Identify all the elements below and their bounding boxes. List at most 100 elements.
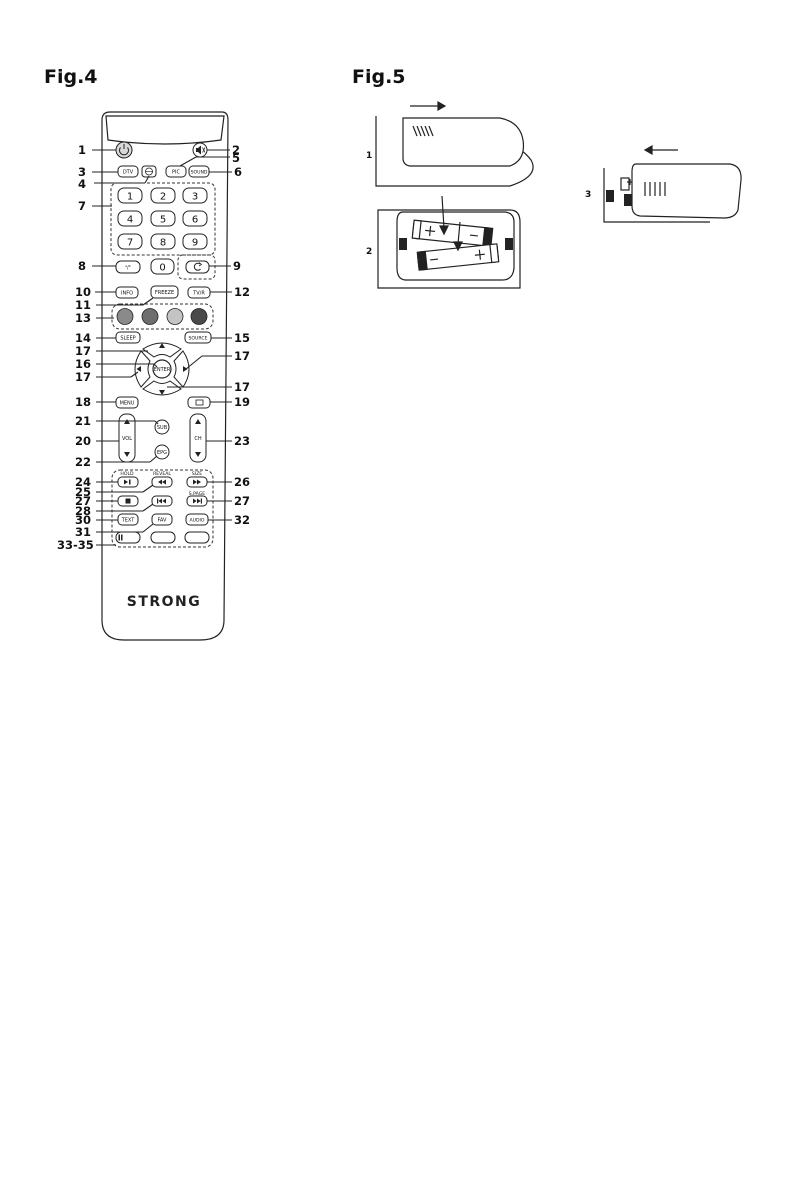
callout-26: 26	[234, 475, 250, 489]
fast-forward-button[interactable]	[187, 477, 207, 487]
rewind-button[interactable]	[152, 477, 172, 487]
mute-button[interactable]	[193, 143, 207, 157]
digit-5-label: 5	[160, 215, 166, 226]
stop-icon	[126, 499, 131, 504]
tvr-label: TV/R	[192, 291, 205, 297]
callout-27-right: 27	[234, 494, 250, 508]
stop-button[interactable]	[118, 496, 138, 506]
digit-7-button[interactable]: 7	[118, 234, 142, 249]
freeze-button[interactable]: FREEZE	[151, 286, 178, 298]
color-key-4-button[interactable]	[191, 309, 207, 325]
digit-6-button[interactable]: 6	[183, 211, 207, 226]
callout-13: 13	[75, 311, 91, 325]
digit-0-label: 0	[159, 263, 165, 274]
battery-1	[412, 220, 492, 246]
dtv-label: DTV	[123, 170, 134, 176]
ch-label: CH	[194, 436, 201, 442]
epg-button[interactable]: EPG	[155, 445, 169, 459]
callout-11: 11	[75, 298, 91, 312]
callout-12: 12	[234, 285, 250, 299]
callout-20: 20	[75, 434, 91, 448]
digit-4-button[interactable]: 4	[118, 211, 142, 226]
recall-button[interactable]	[186, 261, 209, 273]
exit-button[interactable]	[188, 397, 210, 408]
pic-button[interactable]: PIC	[166, 166, 186, 177]
info-button[interactable]: INFO	[116, 287, 138, 298]
slide-right-arrow-icon	[438, 102, 445, 110]
source-button[interactable]: SOURCE	[185, 332, 211, 343]
sub-label: SUB	[157, 425, 168, 431]
menu-button[interactable]: MENU	[116, 397, 138, 408]
digit-0-button[interactable]: 0	[151, 259, 174, 274]
function-button-1[interactable]	[116, 532, 140, 543]
dtv-button[interactable]: DTV	[118, 166, 138, 177]
audio-button[interactable]: AUDIO	[186, 514, 208, 525]
ir-window	[106, 116, 224, 144]
callout-6: 6	[234, 165, 242, 179]
digit-3-label: 3	[192, 192, 198, 203]
previous-button[interactable]	[152, 496, 172, 506]
pic-label: PIC	[172, 170, 180, 176]
callout-21: 21	[75, 414, 91, 428]
function-button-2[interactable]	[151, 532, 175, 543]
callout-18: 18	[75, 395, 91, 409]
battery-step-2	[378, 196, 520, 288]
callout-23: 23	[234, 434, 250, 448]
callout-16: 16	[75, 357, 91, 371]
digit-3-button[interactable]: 3	[183, 188, 207, 203]
sub-button[interactable]: SUB	[155, 420, 169, 434]
info-label: INFO	[121, 291, 133, 297]
freeze-label: FREEZE	[155, 290, 174, 296]
av-swap-label: ᵃ/ᵇ	[125, 265, 131, 271]
fav-button[interactable]: FAV	[152, 514, 172, 525]
color-key-1-button[interactable]	[117, 309, 133, 325]
play-pause-button[interactable]	[118, 477, 138, 487]
function-button-3[interactable]	[185, 532, 209, 543]
battery-cover-3	[632, 164, 741, 218]
digit-7-label: 7	[127, 238, 133, 249]
digit-1-button[interactable]: 1	[118, 188, 142, 203]
color-keys	[117, 309, 207, 325]
step-1-label: 1	[366, 151, 372, 161]
sound-button[interactable]: SOUND	[189, 166, 209, 177]
callout-17-left: 17	[75, 370, 91, 384]
power-button[interactable]	[116, 142, 132, 158]
digit-8-button[interactable]: 8	[151, 234, 175, 249]
sound-label: SOUND	[191, 170, 208, 176]
callout-10: 10	[75, 285, 91, 299]
text-button[interactable]: TEXT	[118, 514, 138, 525]
slide-left-arrow-icon	[645, 146, 652, 154]
digit-2-button[interactable]: 2	[151, 188, 175, 203]
callout-7: 7	[78, 199, 86, 213]
step-3-label: 3	[585, 190, 591, 200]
digit-5-button[interactable]: 5	[151, 211, 175, 226]
color-key-2-button[interactable]	[142, 309, 158, 325]
tvr-button[interactable]: TV/R	[188, 287, 210, 298]
battery-step-3	[604, 146, 741, 222]
channel-rocker[interactable]: CH	[190, 414, 206, 462]
brand-logo: STRONG	[127, 594, 202, 610]
av-swap-button[interactable]: ᵃ/ᵇ	[116, 261, 140, 273]
digit-8-label: 8	[160, 238, 166, 249]
digit-9-button[interactable]: 9	[183, 234, 207, 249]
color-key-3-button[interactable]	[167, 309, 183, 325]
callout-17-down: 17	[234, 380, 250, 394]
digit-1-label: 1	[127, 192, 133, 203]
digit-2-label: 2	[160, 192, 166, 203]
screen-mode-button[interactable]	[142, 166, 156, 177]
callout-1: 1	[78, 143, 86, 157]
sleep-button[interactable]: SLEEP	[116, 332, 140, 343]
enter-button[interactable]: ENTER	[153, 360, 171, 378]
callout-15: 15	[234, 331, 250, 345]
callout-17-right: 17	[234, 349, 250, 363]
step-2-label: 2	[366, 247, 372, 257]
fav-label: FAV	[158, 518, 168, 524]
hold-label: HOLD	[120, 471, 134, 477]
callout-5: 5	[232, 151, 240, 165]
next-button[interactable]	[187, 496, 207, 506]
vol-label: VOL	[122, 436, 132, 442]
callout-22: 22	[75, 455, 91, 469]
battery-cover	[403, 118, 523, 166]
callout-9: 9	[233, 259, 241, 273]
